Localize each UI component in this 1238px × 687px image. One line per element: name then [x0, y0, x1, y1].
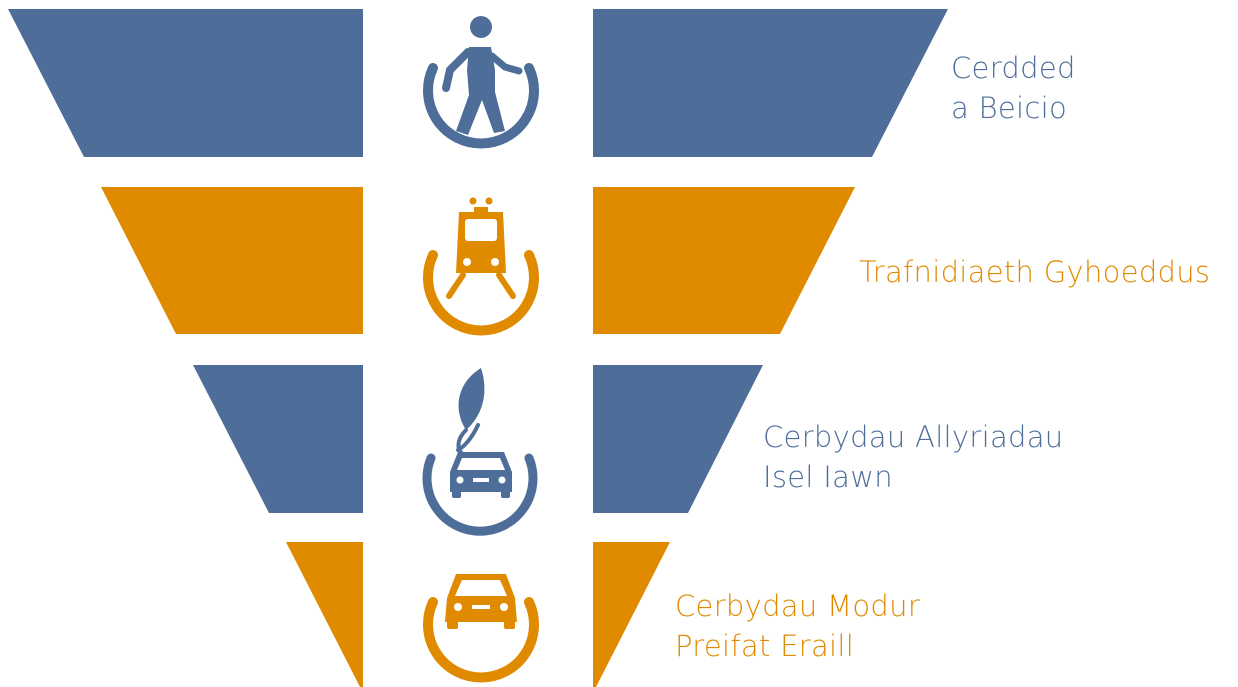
- pedestrian-icon: [423, 16, 539, 149]
- tier-4-label-line-2: Preifat Eraill: [675, 629, 855, 663]
- tier-1-label-line-1: Cerdded: [951, 51, 1076, 85]
- tier-1-left-band: [8, 9, 363, 157]
- tier-3-right-band: [593, 365, 763, 513]
- tier-other-private-motor-vehicles: [286, 542, 670, 687]
- tier-4-right-band: [593, 542, 670, 687]
- tier-2-label: Trafnidiaeth Gyhoeddus: [859, 252, 1210, 292]
- train-icon: [423, 197, 539, 336]
- tier-1-label-line-2: a Beicio: [951, 91, 1068, 125]
- tier-4-label-line-1: Cerbydau Modur: [675, 589, 921, 623]
- tier-4-left-band: [286, 542, 363, 687]
- tier-3-label-line-2: Isel Iawn: [763, 460, 893, 494]
- car-icon: [423, 574, 539, 683]
- tier-3-left-band: [193, 365, 363, 513]
- tier-2-label-line-1: Trafnidiaeth Gyhoeddus: [859, 255, 1211, 289]
- tier-2-left-band: [101, 187, 363, 334]
- tier-1-label: Cerdded a Beicio: [951, 48, 1076, 128]
- tier-walking-cycling: [8, 9, 948, 157]
- tier-public-transport: [101, 187, 855, 336]
- tier-1-right-band: [593, 9, 948, 157]
- tier-2-right-band: [593, 187, 855, 334]
- tier-4-label: Cerbydau Modur Preifat Eraill: [675, 586, 920, 666]
- leaf-car-icon: [422, 368, 538, 536]
- tier-3-label-line-1: Cerbydau Allyriadau: [763, 420, 1064, 454]
- tier-ultra-low-emission-vehicles: [193, 365, 763, 536]
- tier-3-label: Cerbydau Allyriadau Isel Iawn: [763, 417, 1064, 497]
